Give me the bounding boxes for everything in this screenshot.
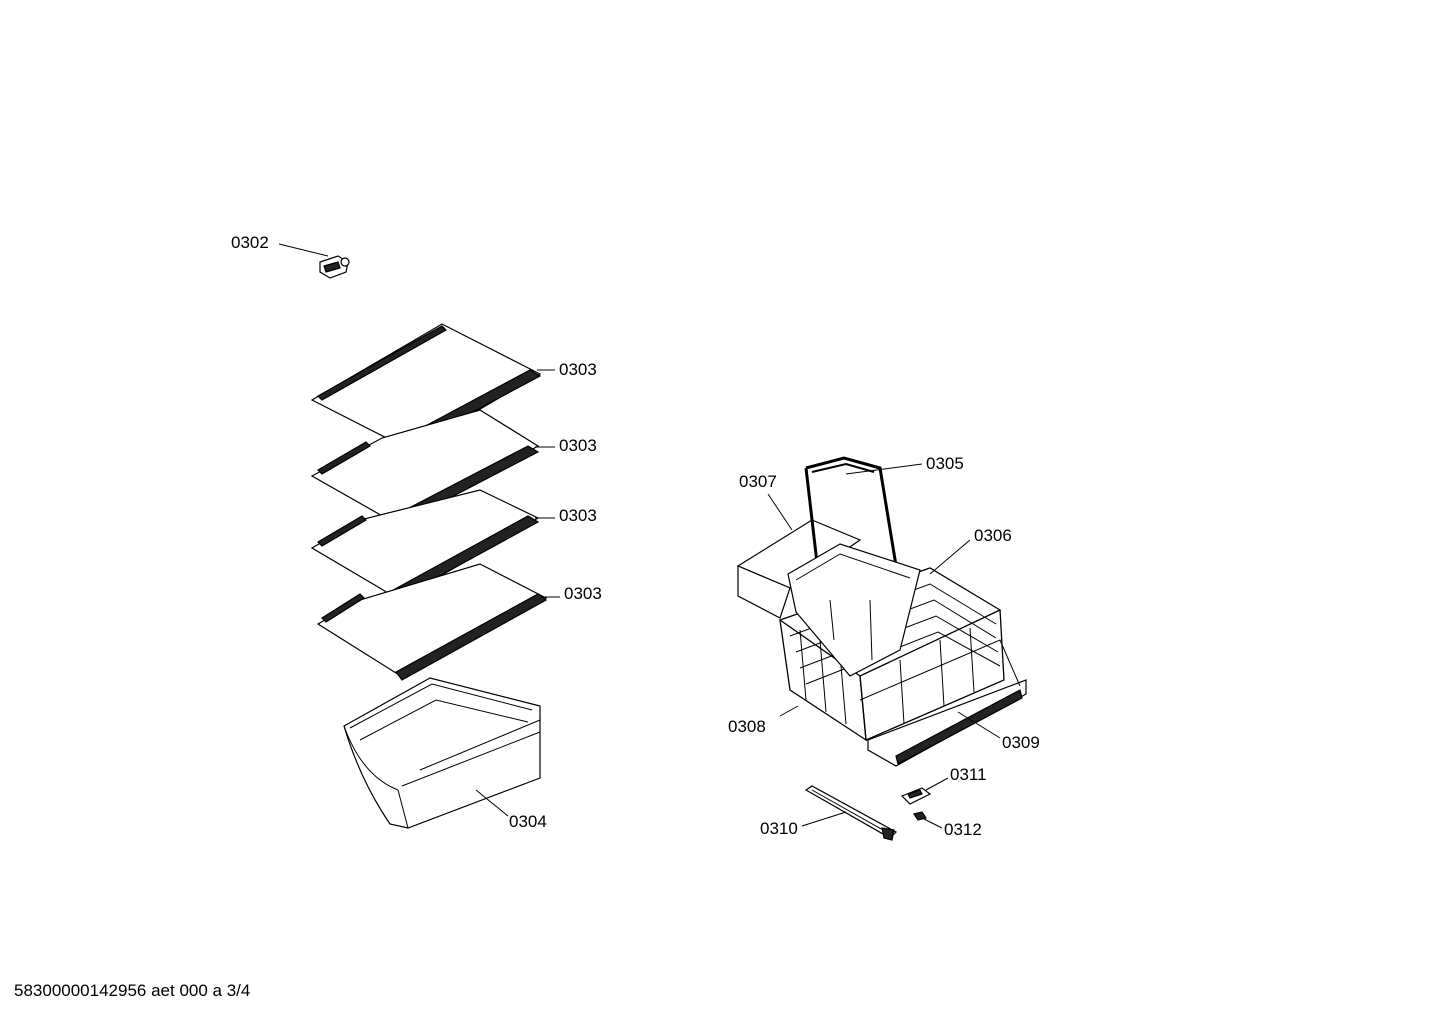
callout-0303-2: 0303 <box>559 436 597 455</box>
callout-0303-1: 0303 <box>559 360 597 379</box>
callout-0308: 0308 <box>728 717 766 736</box>
leader-0309 <box>957 711 1001 739</box>
leader-0306 <box>929 539 971 575</box>
part-0310-rail <box>804 785 897 841</box>
part-0307-ice-tray-cover <box>736 519 862 619</box>
leader-0305 <box>845 463 923 475</box>
part-0309-drawer-front <box>859 639 1027 767</box>
callout-0312: 0312 <box>944 820 982 839</box>
part-ice-bucket <box>787 543 921 677</box>
callout-0305: 0305 <box>926 454 964 473</box>
leader-0307 <box>767 493 793 531</box>
callout-0306: 0306 <box>974 526 1012 545</box>
callout-0304: 0304 <box>509 812 547 831</box>
leader-0304 <box>475 789 509 817</box>
part-0302-clip <box>319 255 350 279</box>
callout-0303-4: 0303 <box>564 584 602 603</box>
part-0304-drawer <box>343 677 541 829</box>
callout-0302: 0302 <box>231 233 269 252</box>
callout-0307: 0307 <box>739 472 777 491</box>
part-0311-clip <box>900 787 932 805</box>
leader-0311 <box>925 777 949 791</box>
part-0303-shelf-4 <box>316 563 548 681</box>
leader-0310 <box>801 811 847 827</box>
document-footer-id: 58300000142956 aet 000 a 3/4 <box>14 981 251 1000</box>
callout-0310: 0310 <box>760 819 798 838</box>
callout-0311: 0311 <box>950 765 987 784</box>
callout-0309: 0309 <box>1002 733 1040 752</box>
leader-0312 <box>921 817 943 829</box>
leader-0308 <box>779 705 799 717</box>
leader-0302 <box>278 243 329 257</box>
callout-0303-3: 0303 <box>559 506 597 525</box>
